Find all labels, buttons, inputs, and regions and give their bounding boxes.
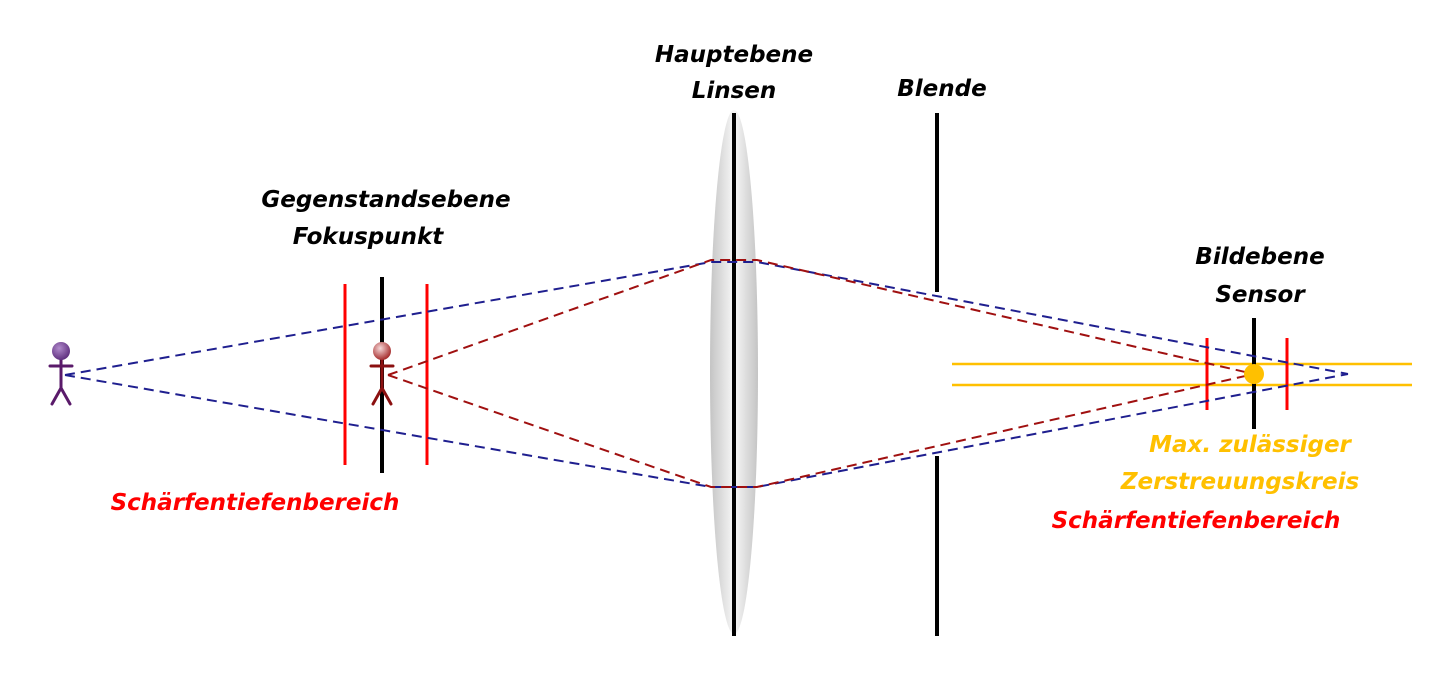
image-plane-label-line1: Bildebene — [1195, 244, 1324, 270]
principal-plane-label-line2: Linsen — [692, 78, 777, 104]
object-plane-label-line2: Fokuspunkt — [293, 224, 445, 250]
far-ray-lower — [64, 373, 1349, 488]
principal-plane-label-line1: Hauptebene — [655, 42, 813, 68]
aperture-label: Blende — [897, 76, 986, 102]
image-plane-label-line2: Sensor — [1215, 282, 1306, 308]
focus-ray-lower — [387, 373, 1255, 488]
far-object-rays — [64, 261, 1349, 488]
focus-object-head — [373, 342, 391, 360]
object-plane-label-line1: Gegenstandsebene — [261, 187, 510, 213]
far-ray-upper — [64, 261, 1349, 376]
depth-of-field-left-label: Schärfentiefenbereich — [111, 490, 400, 516]
circle-of-confusion-label-line1: Max. zulässiger — [1149, 432, 1352, 458]
far-object-figure — [48, 358, 74, 406]
depth-of-field-right-label: Schärfentiefenbereich — [1052, 508, 1341, 534]
circle-of-confusion-label-line2: Zerstreuungskreis — [1120, 469, 1359, 495]
far-object-head — [52, 342, 70, 360]
focus-object-rays — [387, 259, 1255, 488]
focus-object-figure — [369, 358, 395, 406]
circle-of-confusion-dot — [1244, 364, 1264, 384]
focus-ray-upper — [387, 259, 1255, 376]
